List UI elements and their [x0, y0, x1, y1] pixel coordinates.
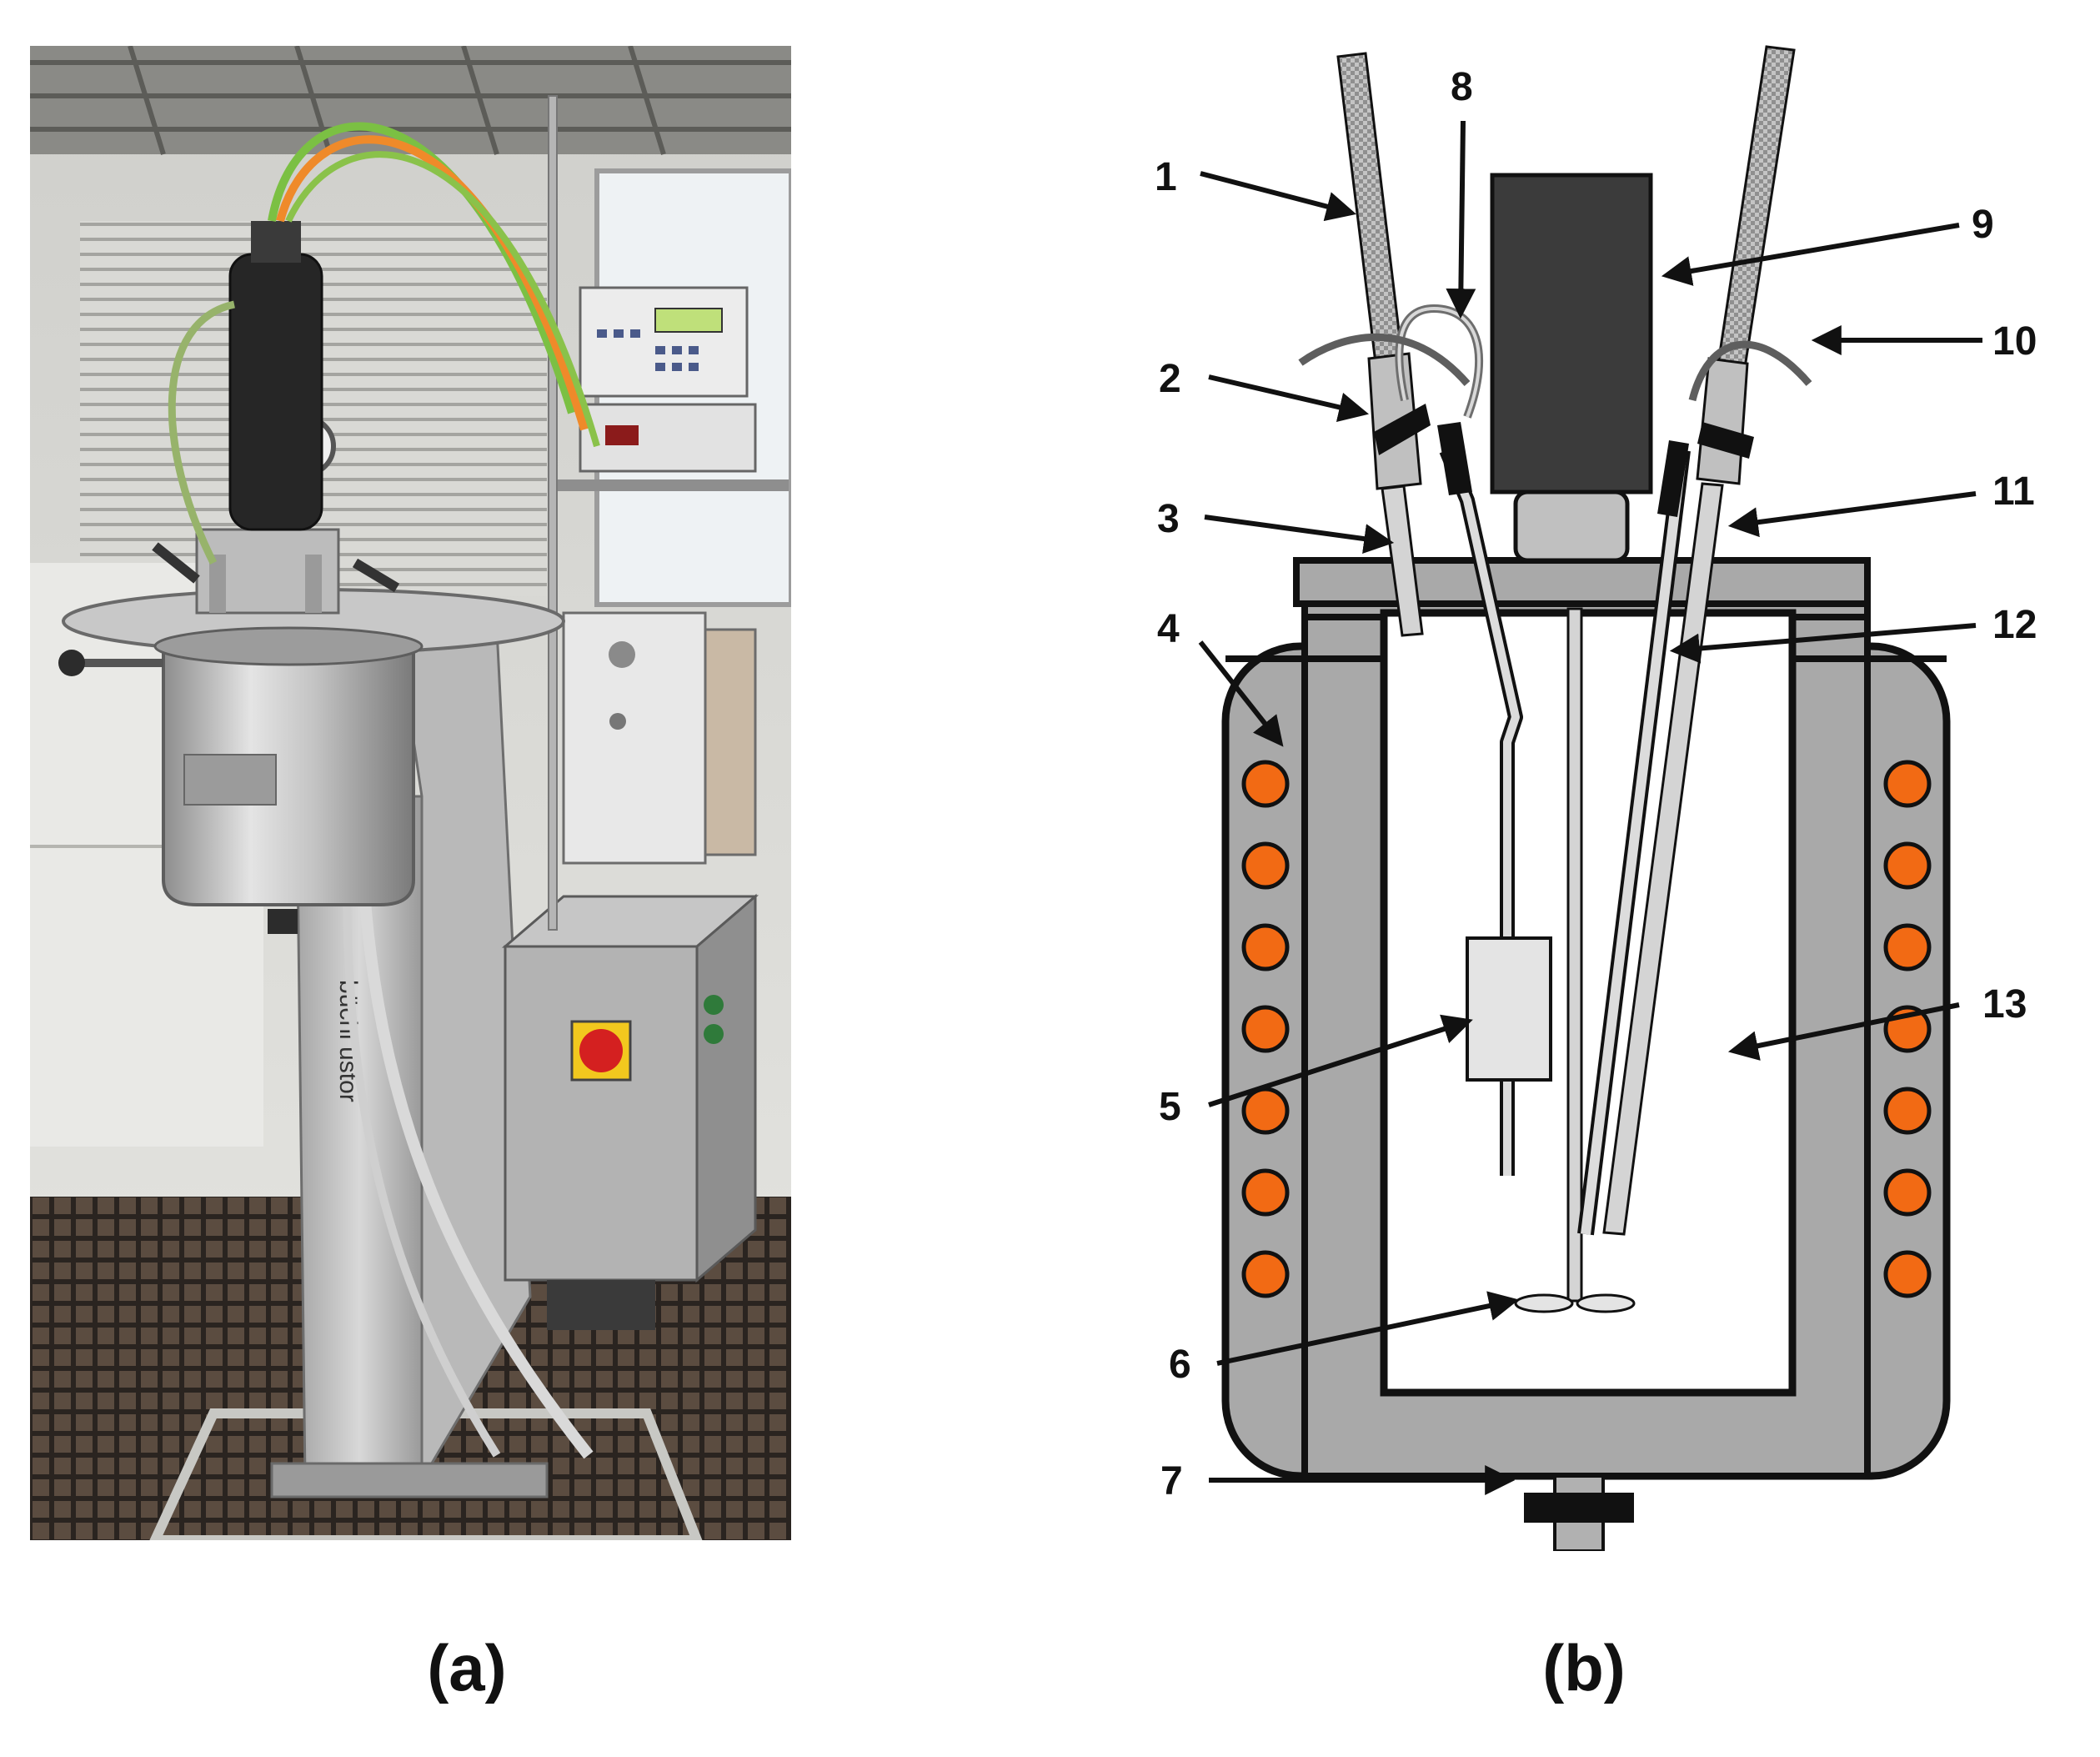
stirrer-motor	[228, 253, 323, 531]
callout-4: 4	[1157, 607, 1180, 651]
callout-12: 12	[1992, 603, 2037, 647]
drain-valve-knob	[268, 909, 298, 934]
temp-display	[605, 425, 639, 445]
tube-11	[1602, 482, 1724, 1236]
reactor-lid	[1293, 557, 1871, 607]
tube-12-clip	[1657, 440, 1689, 517]
vertical-rod	[548, 95, 558, 931]
sensor-5	[1466, 936, 1552, 1082]
callout-2: 2	[1159, 357, 1181, 401]
callout-10: 10	[1992, 319, 2037, 364]
probe-right-rod	[1714, 45, 1796, 385]
tube-3	[1381, 484, 1424, 637]
indicator-light-2	[704, 1024, 724, 1044]
emergency-switch	[579, 1029, 623, 1072]
cable-green	[268, 122, 576, 414]
callout-9: 9	[1972, 203, 1994, 247]
tube-arc-left	[1298, 333, 1471, 386]
stirrer-motor	[1490, 173, 1653, 494]
indicator-light-1	[704, 995, 724, 1015]
reactor-photo-illustration: büchi ustor	[30, 45, 794, 1545]
callout-7: 7	[1160, 1459, 1183, 1503]
stirrer-shaft	[1566, 607, 1583, 1303]
unit-knob	[609, 641, 635, 668]
cable-10	[1688, 340, 1812, 402]
fitting-right-clamp	[1697, 422, 1754, 459]
impeller-blade-left	[1514, 1293, 1574, 1313]
ceiling-beams	[30, 45, 791, 155]
cable-left	[168, 300, 235, 565]
controller-keypad	[597, 329, 699, 371]
callout-11: 11	[1992, 469, 2035, 514]
fitting-2-clamp	[1374, 404, 1431, 455]
reactor-schematic-diagram: 1 2 3 4 5 6 7 8 9 10 11 12 13	[1155, 45, 2037, 1553]
reactor-vessel	[162, 645, 415, 906]
reactor-photo: büchi ustor	[30, 45, 794, 1545]
shelf	[555, 479, 789, 491]
hose-right	[358, 879, 594, 1459]
pressure-controller	[579, 286, 749, 398]
heating-elements-left	[1241, 760, 1290, 1298]
sample-tube-clip	[1437, 422, 1472, 495]
motor-coupling	[1513, 489, 1630, 563]
callout-6: 6	[1169, 1343, 1191, 1387]
impeller-blade-right	[1576, 1293, 1636, 1313]
controller-display	[654, 308, 723, 333]
reaction-chamber	[1380, 609, 1797, 1397]
cable-orange	[276, 135, 589, 431]
vessel-label-plate	[183, 754, 277, 806]
box-fittings	[547, 1280, 655, 1330]
callout-8: 8	[1451, 65, 1473, 109]
reactor-schematic: 1 2 3 4 5 6 7 8 9 10 11 12 13	[1075, 33, 2100, 1553]
hose-left	[343, 879, 501, 1458]
callout-arrows	[1198, 120, 1982, 1495]
base-plate	[270, 1462, 549, 1498]
fitting-right	[1696, 357, 1749, 485]
caption-a: (a)	[427, 1631, 507, 1704]
callout-13: 13	[1982, 982, 2027, 1027]
heating-elements-right	[1883, 760, 1932, 1298]
lid-fittings	[152, 528, 400, 615]
callout-3: 3	[1157, 497, 1180, 541]
callout-5: 5	[1159, 1085, 1181, 1129]
clamp-handle	[58, 650, 85, 676]
callout-1: 1	[1155, 155, 1177, 199]
control-box	[504, 945, 699, 1282]
caption-b: (b)	[1542, 1631, 1626, 1704]
bottom-valve	[1524, 1493, 1634, 1523]
motor-connector	[251, 221, 301, 263]
